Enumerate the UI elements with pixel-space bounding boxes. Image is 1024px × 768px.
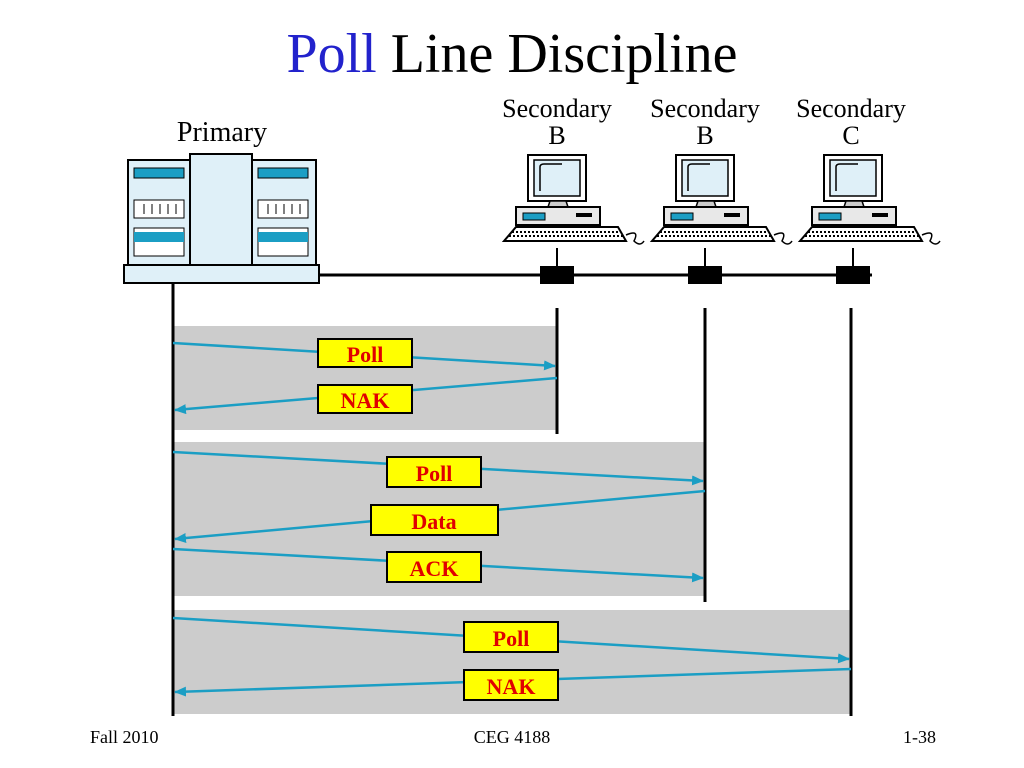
footer-date: Fall 2010 (90, 727, 159, 747)
msg-c-poll: Poll (493, 626, 530, 651)
msg-c-nak: NAK (487, 674, 536, 699)
msg-a-nak-box (317, 384, 413, 414)
secondary-a: Secondary B (502, 94, 645, 245)
msg-b-poll-box (386, 456, 482, 488)
secondary-c: Secondary C (796, 94, 941, 245)
msg-b-data: Data (411, 509, 456, 534)
msg-a-nak: NAK (341, 388, 390, 413)
msg-b-ack: ACK (410, 556, 459, 581)
secondary-a-line1: Secondary (502, 94, 612, 123)
msg-a-poll-box (317, 338, 413, 368)
msg-b-ack-box (386, 551, 482, 583)
secondary-c-line2: C (842, 121, 859, 150)
slide-title: Poll Line Discipline (0, 22, 1024, 86)
msg-c-poll-box (463, 621, 559, 653)
computer-icon (651, 154, 793, 245)
primary-server-icon (123, 153, 320, 284)
secondary-c-line1: Secondary (796, 94, 906, 123)
tap-c (836, 266, 870, 284)
computer-icon (503, 154, 645, 245)
msg-a-poll: Poll (347, 342, 384, 367)
tap-b (688, 266, 722, 284)
secondary-b-line2: B (696, 121, 713, 150)
computer-icon (799, 154, 941, 245)
footer-course: CEG 4188 (473, 727, 551, 747)
msg-c-nak-box (463, 669, 559, 701)
tap-a (540, 266, 574, 284)
msg-b-poll: Poll (416, 461, 453, 486)
title-accent-word: Poll (286, 23, 377, 85)
primary-label: Primary (177, 117, 267, 148)
secondary-b: Secondary B (650, 94, 793, 245)
msg-b-data-box (370, 504, 499, 536)
footer-slide-number: 1-38 (903, 727, 936, 747)
secondary-a-line2: B (548, 121, 565, 150)
title-rest: Line Discipline (390, 23, 738, 85)
secondary-b-line1: Secondary (650, 94, 760, 123)
